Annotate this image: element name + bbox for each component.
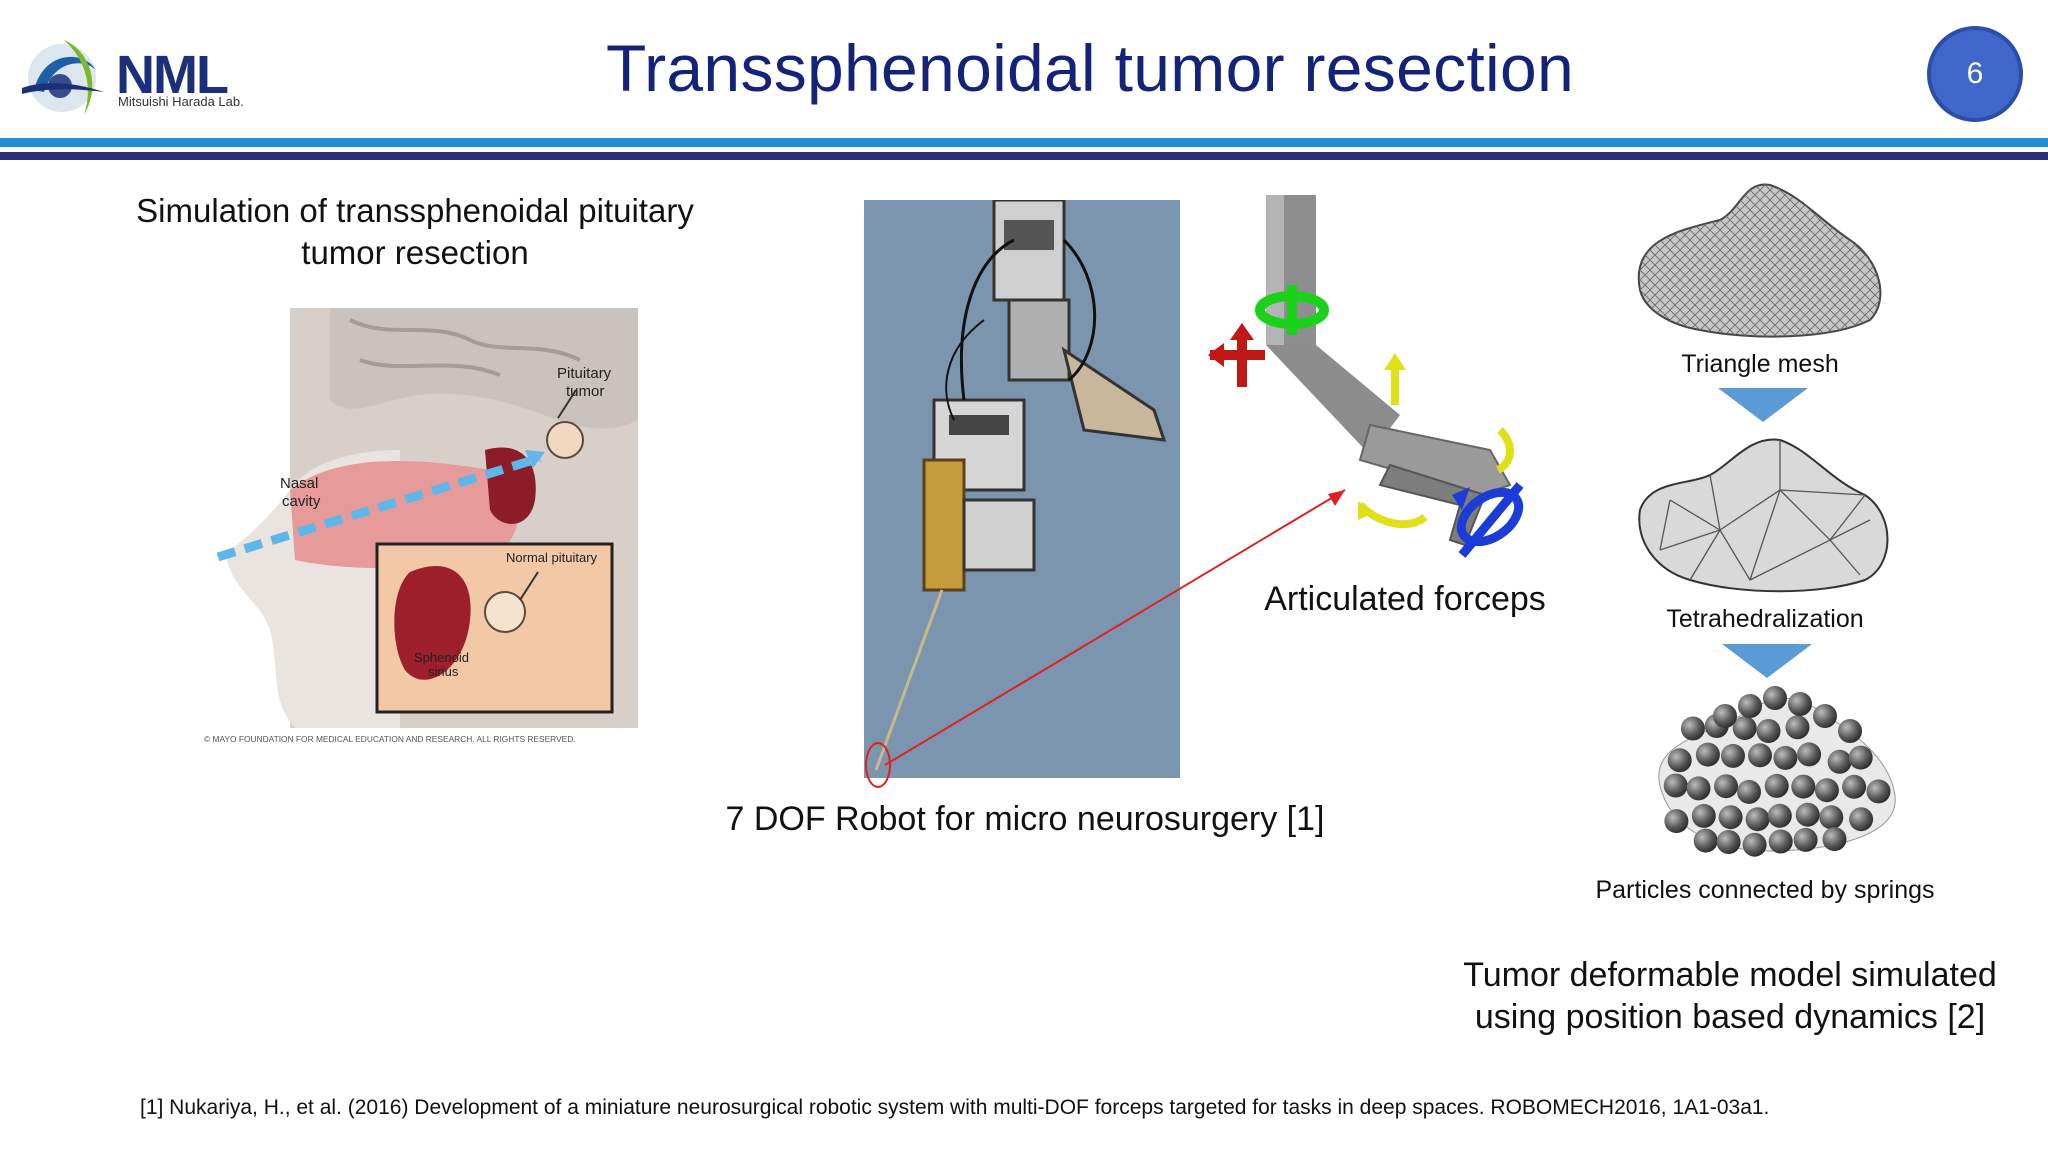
label-pituitary-tumor-2: tumor [566,383,604,400]
particle-sphere [1764,773,1789,798]
particle-sphere [1691,803,1716,828]
anatomy-illustration: Pituitary tumor Nasal cavity Normal pitu… [200,300,650,750]
particle-sphere [1714,774,1738,799]
label-sphenoid-sinus-1: Sphenoid [414,650,469,665]
particle-sphere [1795,802,1820,827]
particle-sphere [1838,719,1862,743]
particle-sphere [1721,743,1745,768]
forceps-caption: Articulated forceps [1264,580,1546,618]
header-rule-gap [0,147,2048,152]
label-normal-pituitary: Normal pituitary [506,550,598,565]
particle-sphere [1748,743,1772,768]
label-nasal-cavity-2: cavity [282,493,321,510]
header-rule-blue [0,138,2048,147]
particle-sphere [1695,742,1720,767]
particle-sphere [1718,805,1743,830]
deformable-model-caption: Tumor deformable model simulated using p… [1463,956,1997,1036]
header-rule-navy [0,152,2048,160]
particle-sphere [1848,745,1873,770]
particle-sphere [1842,774,1867,799]
particle-sphere [1756,719,1781,743]
particle-sphere [1763,686,1787,710]
tetrahedralization-label: Tetrahedralization [1666,605,1864,633]
particle-sphere [1738,694,1762,718]
logo-emblem-icon [22,40,104,115]
lab-logo: NML Mitsuishi Harada Lab. [14,30,254,130]
robot-photo [864,198,1180,778]
red-pointer-annotation [865,489,1346,788]
particle-sphere [1793,827,1818,852]
robot-caption: 7 DOF Robot for micro neurosurgery [1] [725,800,1325,838]
particle-sphere [1737,779,1761,804]
figure-copyright: © MAYO FOUNDATION FOR MEDICAL EDUCATION … [204,734,576,744]
down-arrow-icon [1718,388,1808,422]
particle-sphere [1663,773,1688,798]
particle-sphere [1814,778,1839,803]
particle-sphere [1849,807,1874,832]
particle-sphere [1742,832,1767,857]
particle-sphere [1693,828,1718,853]
particles-label: Particles connected by springs [1595,876,1935,904]
triangle-mesh-render [1630,180,1890,350]
particle-sphere [1866,779,1891,804]
label-pituitary-tumor-1: Pituitary [557,365,612,382]
particle-sphere [1664,809,1689,834]
particle-sphere [1713,704,1737,728]
particle-sphere [1791,774,1816,799]
tetrahedral-mesh-render [1630,430,1900,600]
particle-sphere [1819,805,1844,830]
particle-sphere [1827,749,1852,774]
particle-sphere [1797,742,1822,767]
particle-sphere [1680,716,1705,741]
down-arrow-icon [1722,644,1812,678]
particle-spring-render [1630,676,1920,866]
particle-sphere [1667,748,1692,773]
particle-sphere [1732,716,1757,741]
page-number-badge: 6 [1927,26,2023,122]
label-nasal-cavity-1: Nasal [280,475,318,492]
particle-sphere [1822,827,1847,852]
logo-subtext: Mitsuishi Harada Lab. [118,94,244,109]
triangle-mesh-label: Triangle mesh [1681,350,1839,378]
articulated-forceps-render [1190,195,1570,565]
particle-sphere [1785,715,1810,740]
reference-citation: [1] Nukariya, H., et al. (2016) Developm… [140,1096,1770,1119]
particle-sphere [1716,830,1741,854]
label-sphenoid-sinus-2: sinus [428,664,459,679]
slide-title: Transsphenoidal tumor resection [605,31,1574,105]
particle-sphere [1788,692,1812,716]
particle-sphere [1745,807,1770,832]
particle-sphere [1686,776,1711,801]
logo-text: NML [116,45,229,105]
particle-sphere [1768,829,1793,854]
particle-sphere [1813,704,1837,728]
particle-sphere [1767,803,1792,828]
simulation-caption: Simulation of transsphenoidal pituitary … [136,192,694,271]
particle-sphere [1773,745,1798,770]
